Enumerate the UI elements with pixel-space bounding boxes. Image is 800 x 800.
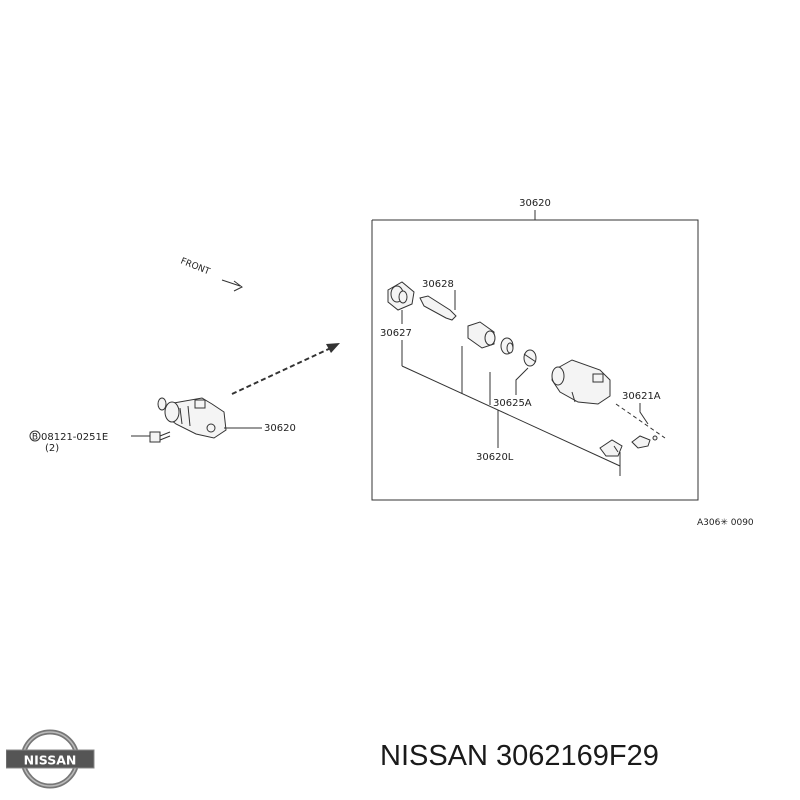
logo-text: NISSAN bbox=[24, 753, 77, 768]
callout-30627: 30627 bbox=[380, 310, 412, 366]
front-arrow-icon bbox=[221, 279, 243, 292]
callout-30620L: 30620L bbox=[476, 410, 514, 463]
part-30620L-clip bbox=[599, 439, 623, 457]
bolt-circle-icon bbox=[29, 430, 41, 442]
direction-arrow-icon bbox=[231, 343, 340, 395]
label-30620L: 30620L bbox=[476, 452, 514, 463]
part-30621A-bleeder: 30621A bbox=[615, 391, 666, 449]
label-30625A: 30625A bbox=[493, 398, 532, 409]
label-30628: 30628 bbox=[422, 279, 454, 290]
exploded-view-box: 30620 bbox=[371, 198, 699, 501]
part-number-caption: NISSAN 3062169F29 bbox=[380, 740, 659, 772]
bolt-part-number: 08121-0251E bbox=[41, 432, 108, 443]
bolt-circle-letter: B bbox=[32, 433, 38, 443]
part-30627-boot bbox=[387, 281, 415, 311]
front-indicator: FRONT bbox=[179, 257, 243, 292]
assembly-label-left: 30620 bbox=[264, 423, 296, 434]
part-30628-pushrod: 30628 bbox=[419, 279, 457, 321]
part-piston bbox=[467, 321, 496, 349]
nissan-logo-icon: NISSAN bbox=[5, 729, 95, 789]
slave-cylinder-assembly bbox=[157, 397, 227, 439]
bolt-callout: B 08121-0251E (2) bbox=[29, 430, 150, 454]
assembly-callout-left: 30620 bbox=[224, 423, 296, 434]
leader-line-assembly bbox=[401, 346, 621, 476]
assembly-label-box: 30620 bbox=[519, 198, 551, 209]
front-label: FRONT bbox=[179, 257, 212, 278]
bolt-quantity: (2) bbox=[45, 443, 59, 454]
nissan-logo: NISSAN bbox=[5, 726, 96, 792]
part-cylinder-body bbox=[551, 359, 611, 405]
bolt-icon bbox=[149, 431, 171, 443]
part-seal bbox=[500, 337, 514, 355]
part-30625A-spring: 30625A bbox=[493, 349, 537, 409]
label-30621A: 30621A bbox=[622, 391, 661, 402]
label-30627: 30627 bbox=[380, 328, 412, 339]
diagram-code: A306✳ 0090 bbox=[697, 518, 754, 528]
